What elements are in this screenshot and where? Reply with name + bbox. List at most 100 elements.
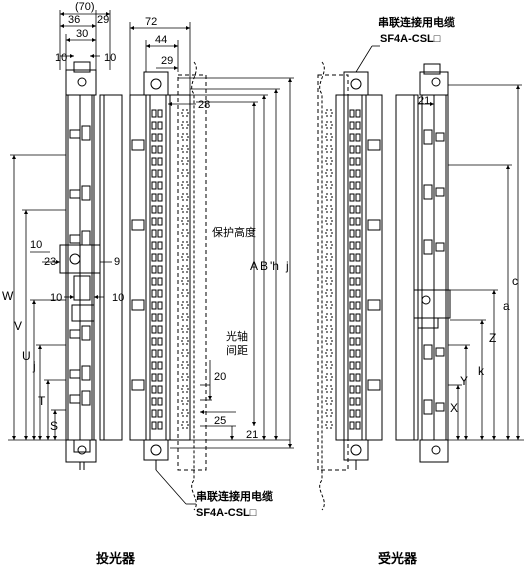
dim-30: 30: [76, 28, 88, 40]
beam-mark: [151, 145, 157, 154]
beam-mark: [151, 373, 157, 382]
beam-mark: [349, 409, 355, 418]
beam-mark: [157, 157, 163, 166]
dim-44: 44: [155, 34, 167, 46]
hidden-mark: [181, 229, 189, 237]
beam-mark: [157, 397, 163, 406]
sensor-mark: [69, 234, 81, 244]
hidden-mark: [325, 145, 333, 153]
beam-mark: [157, 385, 163, 394]
beam-mark: [151, 409, 157, 418]
sensor-mark: [435, 402, 445, 412]
beam-mark: [157, 193, 163, 202]
connector-mark: [131, 219, 145, 231]
sensor-mark: [423, 184, 433, 200]
receiver-caption: 受光器: [378, 552, 418, 567]
label-X: X: [450, 401, 458, 415]
sensor-mark: [81, 125, 91, 141]
hidden-mark: [181, 373, 189, 381]
beam-mark: [355, 301, 361, 310]
beam-mark: [355, 181, 361, 190]
beam-mark: [157, 265, 163, 274]
dim-10-mid: 10: [30, 239, 42, 251]
beam-mark: [355, 289, 361, 298]
beam-mark: [349, 241, 355, 250]
beam-mark: [151, 193, 157, 202]
beam-mark: [349, 109, 355, 118]
beam-mark: [349, 421, 355, 430]
beam-mark: [151, 397, 157, 406]
beam-mark: [355, 193, 361, 202]
label-c: c: [512, 274, 518, 288]
beam-mark: [355, 409, 361, 418]
hidden-mark: [325, 169, 333, 177]
beam-mark: [151, 169, 157, 178]
beam-mark: [151, 205, 157, 214]
hidden-mark: [325, 229, 333, 237]
beam-mark: [349, 157, 355, 166]
dim-20: 20: [214, 371, 226, 383]
label-S: S: [50, 419, 58, 433]
beam-mark: [355, 217, 361, 226]
hidden-mark: [181, 241, 189, 249]
dimension-texts: (70) 36 29 30 10 10 72 44 29 28 21 10 23…: [30, 1, 430, 441]
sensor-mark: [69, 189, 81, 199]
beam-mark: [355, 325, 361, 334]
beam-mark: [349, 145, 355, 154]
label-T: T: [38, 394, 46, 408]
hidden-mark: [181, 397, 189, 405]
connector-mark: [131, 379, 145, 391]
beam-mark: [151, 265, 157, 274]
label-Y: Y: [460, 374, 468, 388]
beam-mark: [151, 229, 157, 238]
beam-mark: [151, 349, 157, 358]
beam-mark: [355, 241, 361, 250]
hidden-mark: [325, 265, 333, 273]
beam-mark: [157, 349, 163, 358]
beam-mark: [157, 241, 163, 250]
hidden-mark: [181, 277, 189, 285]
sensor-mark: [69, 394, 81, 404]
beam-mark: [157, 373, 163, 382]
beam-mark: [151, 217, 157, 226]
receiver-side-view: [395, 63, 451, 463]
label-U: U: [22, 349, 31, 363]
beam-mark: [355, 313, 361, 322]
sensor-mark: [435, 132, 445, 142]
hidden-mark: [181, 145, 189, 153]
hidden-mark: [325, 109, 333, 117]
beam-mark: [349, 349, 355, 358]
beam-mark: [349, 373, 355, 382]
hidden-mark: [181, 361, 189, 369]
beam-mark: [157, 229, 163, 238]
beam-mark: [349, 229, 355, 238]
hidden-mark: [325, 205, 333, 213]
hidden-mark: [181, 301, 189, 309]
hidden-mark: [325, 181, 333, 189]
emitter-front-view: [129, 61, 207, 511]
sensor-mark: [81, 365, 91, 381]
hidden-mark: [181, 205, 189, 213]
beam-mark: [157, 409, 163, 418]
label-j-mid: j: [285, 259, 289, 273]
hidden-mark: [181, 193, 189, 201]
emitter-caption: 投光器: [96, 552, 136, 567]
hidden-mark: [325, 277, 333, 285]
beam-mark: [151, 121, 157, 130]
beam-mark: [157, 253, 163, 262]
dim-28: 28: [198, 99, 210, 111]
dim-10-right: 10: [104, 52, 116, 64]
hidden-mark: [325, 217, 333, 225]
beam-mark: [355, 373, 361, 382]
beam-mark: [151, 337, 157, 346]
label-V: V: [14, 319, 22, 333]
axis-pitch-note-2: 间距: [226, 344, 248, 357]
beam-mark: [157, 217, 163, 226]
cable-bottom-model: SF4A-CSL□: [196, 507, 257, 519]
hidden-mark: [181, 313, 189, 321]
protect-height-note: 保护高度: [212, 225, 256, 239]
hidden-mark: [325, 253, 333, 261]
beam-mark: [355, 337, 361, 346]
connector-mark: [367, 299, 381, 311]
